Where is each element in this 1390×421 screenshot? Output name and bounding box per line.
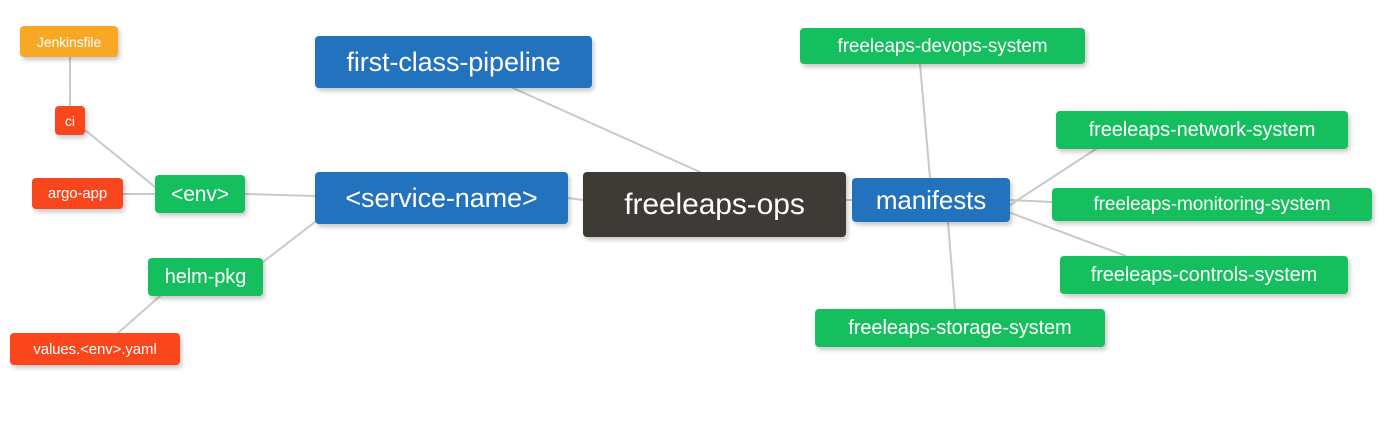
node-label-helm-pkg: helm-pkg (164, 266, 247, 288)
edge-service-name-to-freeleaps-ops (567, 197, 584, 201)
node-label-freeleaps-controls-system: freeleaps-controls-system (1090, 264, 1318, 286)
node-manifests[interactable]: manifests (852, 178, 1010, 222)
node-label-first-class-pipeline: first-class-pipeline (346, 46, 561, 77)
edge-env-to-service-name (244, 193, 316, 197)
node-label-service-name: <service-name> (345, 182, 538, 213)
node-freeleaps-network-system[interactable]: freeleaps-network-system (1056, 111, 1348, 149)
edge-helm-pkg-to-values-env-yaml (117, 295, 161, 334)
edge-first-class-pipeline-to-freeleaps-ops (512, 87, 701, 173)
node-label-freeleaps-monitoring-system: freeleaps-monitoring-system (1093, 194, 1331, 215)
node-label-ci: ci (65, 112, 75, 129)
node-label-jenkinsfile: Jenkinsfile (36, 33, 102, 50)
node-label-freeleaps-ops: freeleaps-ops (624, 187, 805, 221)
node-freeleaps-devops-system[interactable]: freeleaps-devops-system (800, 28, 1085, 64)
node-env[interactable]: <env> (155, 175, 245, 213)
node-label-freeleaps-devops-system: freeleaps-devops-system (837, 35, 1048, 57)
edge-manifests-to-freeleaps-storage-system (947, 221, 956, 310)
edge-manifests-to-freeleaps-monitoring-system (1009, 199, 1053, 203)
node-helm-pkg[interactable]: helm-pkg (148, 258, 263, 296)
node-label-values-env-yaml: values.<env>.yaml (33, 340, 157, 358)
edge-service-name-to-helm-pkg (262, 221, 316, 263)
node-ci[interactable]: ci (55, 106, 85, 135)
node-values-env-yaml[interactable]: values.<env>.yaml (10, 333, 180, 365)
node-jenkinsfile[interactable]: Jenkinsfile (20, 26, 118, 57)
node-label-freeleaps-network-system: freeleaps-network-system (1088, 119, 1316, 141)
node-freeleaps-ops[interactable]: freeleaps-ops (583, 172, 846, 237)
node-label-argo-app: argo-app (47, 185, 108, 202)
edge-manifests-to-freeleaps-devops-system (919, 63, 931, 179)
node-freeleaps-monitoring-system[interactable]: freeleaps-monitoring-system (1052, 188, 1372, 221)
node-service-name[interactable]: <service-name> (315, 172, 568, 224)
node-freeleaps-storage-system[interactable]: freeleaps-storage-system (815, 309, 1105, 347)
node-first-class-pipeline[interactable]: first-class-pipeline (315, 36, 592, 88)
node-label-env: <env> (171, 182, 229, 206)
node-argo-app[interactable]: argo-app (32, 178, 123, 209)
node-freeleaps-controls-system[interactable]: freeleaps-controls-system (1060, 256, 1348, 294)
node-label-freeleaps-storage-system: freeleaps-storage-system (848, 317, 1072, 339)
node-label-manifests: manifests (875, 185, 987, 215)
